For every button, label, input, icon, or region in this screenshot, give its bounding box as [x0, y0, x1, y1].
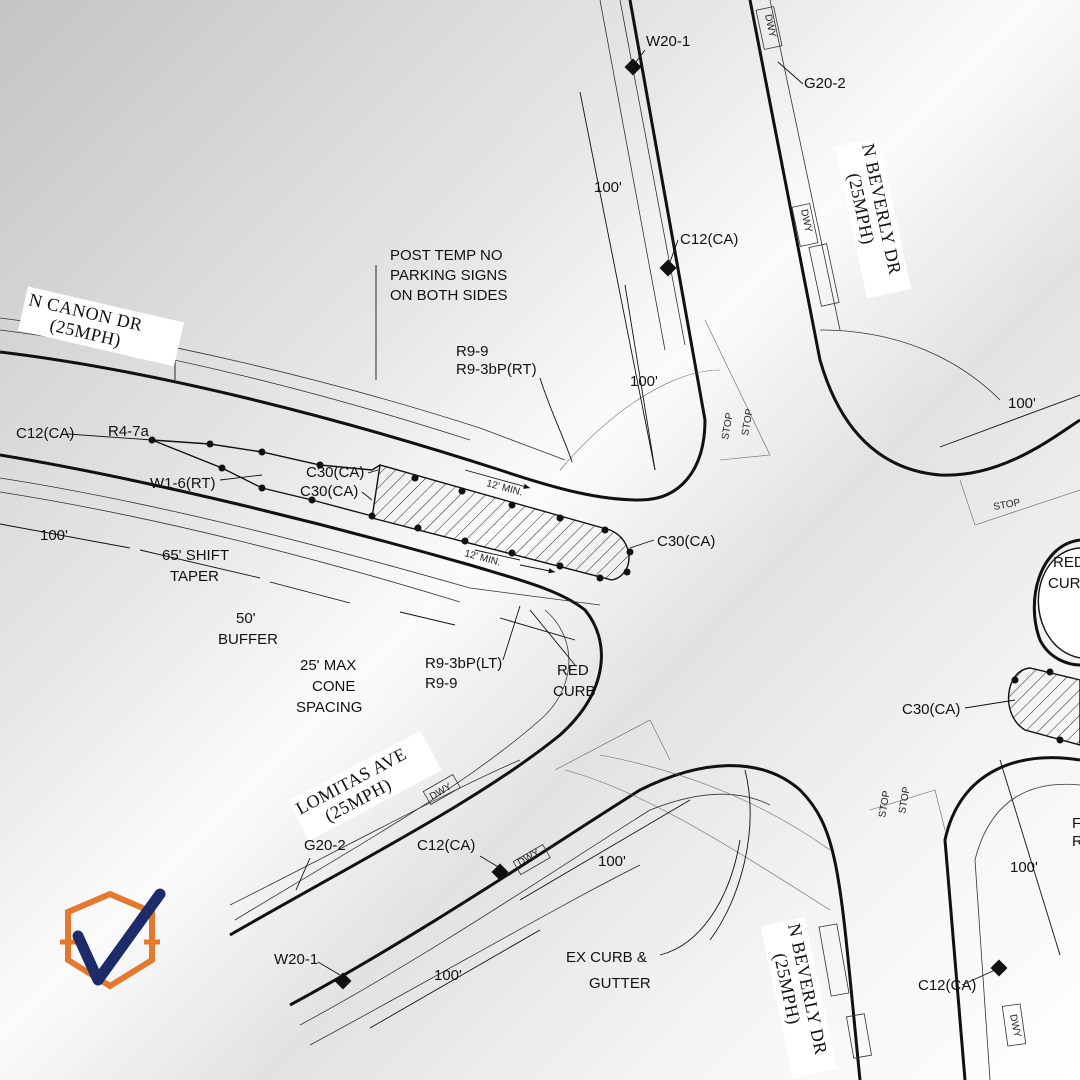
stop-marking-3: STOP — [993, 497, 1022, 513]
dimension-lines — [0, 91, 1080, 1029]
dwy-label-5: DWY — [1007, 1013, 1023, 1038]
r9-3bp-lt-label: R9-3bP(LT) — [425, 655, 502, 672]
c30-label-2: C30(CA) — [300, 483, 358, 500]
w20-1-bottom-label: W20-1 — [274, 951, 318, 968]
c30-label-1: C30(CA) — [306, 464, 364, 481]
red-curb-line1: RED — [557, 662, 589, 679]
dist-100-right: 100' — [1008, 395, 1036, 412]
cone-spacing-line2: CONE — [312, 678, 355, 695]
ex-curb-line2: GUTTER — [589, 975, 651, 992]
c12-br-label: C12(CA) — [918, 977, 976, 994]
stop-marking-2: STOP — [740, 408, 756, 437]
stop-marking-4: STOP — [877, 790, 893, 819]
shift-taper-line2: TAPER — [170, 568, 219, 585]
post-temp-line2: PARKING SIGNS — [390, 267, 507, 284]
dwy-label-2: DWY — [798, 208, 814, 233]
leader-lines — [67, 49, 1016, 986]
g20-2-bottom-label: G20-2 — [304, 837, 346, 854]
red-curb-line2: CURB — [553, 683, 596, 700]
c30-far-right-label: C30(CA) — [902, 701, 960, 718]
dist-100-br: 100' — [1010, 859, 1038, 876]
buffer-line2: BUFFER — [218, 631, 278, 648]
work-zone-main — [371, 464, 630, 581]
dist-100-bottom: 100' — [598, 853, 626, 870]
partial-label-line2: R — [1072, 833, 1080, 850]
cone-spacing-line3: SPACING — [296, 699, 362, 716]
red-curb-right-line1: RED — [1053, 554, 1080, 571]
cone-spacing-line1: 25' MAX — [300, 657, 356, 674]
post-temp-line3: ON BOTH SIDES — [390, 287, 508, 304]
c12-top-label: C12(CA) — [680, 231, 738, 248]
checkmark-shield-logo — [60, 888, 166, 990]
w20-1-top-label: W20-1 — [646, 33, 690, 50]
g20-2-top-label: G20-2 — [804, 75, 846, 92]
ex-curb-line1: EX CURB & — [566, 949, 647, 966]
red-curb-right-line2: CUR — [1048, 575, 1080, 592]
stop-marking-1: STOP — [720, 412, 736, 441]
post-temp-line1: POST TEMP NO — [390, 247, 503, 264]
dist-100-left: 100' — [40, 527, 68, 544]
dwy-label-1: DWY — [762, 13, 778, 38]
buffer-line1: 50' — [236, 610, 256, 627]
partial-label-line1: F — [1072, 815, 1080, 832]
stop-marking-5: STOP — [897, 786, 913, 815]
r9-9-rt-label: R9-9 — [456, 343, 489, 360]
w1-6-label: W1-6(RT) — [150, 475, 216, 492]
shift-taper-line1: 65' SHIFT — [162, 547, 229, 564]
red-curb-island — [1037, 547, 1080, 659]
cone-taper — [148, 436, 1064, 744]
c12-left-label: C12(CA) — [16, 425, 74, 442]
r9-9-lt-label: R9-9 — [425, 675, 458, 692]
sign-symbols — [334, 58, 1008, 990]
dist-100-top: 100' — [594, 179, 622, 196]
annotations: W20-1 G20-2 DWY DWY 100' C12(CA) POST TE… — [16, 13, 1080, 1038]
work-zone-right — [1008, 667, 1080, 746]
c30-right-label: C30(CA) — [657, 533, 715, 550]
dist-100-bottom2: 100' — [434, 967, 462, 984]
r9-3bp-rt-label: R9-3bP(RT) — [456, 361, 537, 378]
r4-7a-label: R4-7a — [108, 423, 150, 440]
dist-100-mid: 100' — [630, 373, 658, 390]
c12-bottom-label: C12(CA) — [417, 837, 475, 854]
